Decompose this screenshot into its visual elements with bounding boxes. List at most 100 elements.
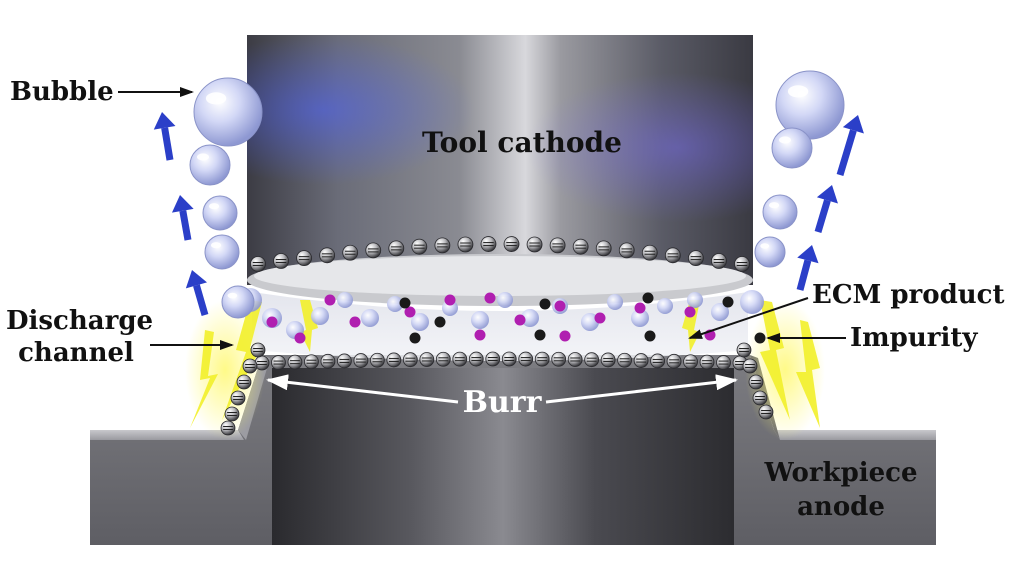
rising-bubble [189,144,231,186]
particle [742,358,758,374]
particle [271,355,286,370]
bubble [740,290,764,314]
ecm-product-dot [554,300,566,312]
bubble [442,300,458,316]
rising-bubble [202,195,238,231]
particle [480,236,497,252]
ecm-product-label: ECM product [812,280,1005,310]
particle [388,240,405,257]
particle [457,236,474,253]
particle [365,242,382,259]
rising-bubble [193,77,263,147]
bubble [607,294,623,310]
bubble [337,292,353,308]
particle [419,352,435,367]
particle [236,374,252,390]
ecm-product-dot [349,316,361,328]
impurity-dot [399,297,411,309]
rising-bubble [221,285,255,319]
particle [287,354,303,370]
bubble [657,298,673,314]
particle [650,353,665,369]
bubble [631,309,649,327]
gap-bubbles [238,288,764,339]
burr-label: Burr [462,385,542,420]
particle [666,353,682,369]
particle [386,352,402,368]
side-wall-particles [220,342,774,436]
particle [551,351,567,367]
particle [342,244,359,261]
particle [503,236,520,252]
bubble [411,313,429,331]
bubble [311,307,329,325]
particle [664,247,681,264]
particle [452,351,468,367]
spark [760,300,790,420]
particle [584,352,600,368]
particle [224,406,240,422]
flow-arrow [171,195,194,241]
particle [617,352,633,368]
particle [369,352,385,368]
cathode-edge-particles [250,236,750,272]
ecm-product-dot [266,316,278,328]
burr-pointer-right [545,374,738,404]
particle [296,250,312,267]
rising-bubble [771,127,813,169]
particle [600,352,616,368]
impurity-dot [642,292,654,304]
tool-cathode [247,35,753,306]
bubble-label: Bubble [10,77,114,107]
label-pointers [118,87,846,350]
bubble [711,303,729,321]
particle [688,250,704,267]
impurity-dot [644,330,656,342]
burr-pointer-left [266,374,459,404]
particle [320,353,336,369]
ecm-product-pointer [688,297,809,339]
flow-arrow [836,115,864,177]
flow-arrow [185,270,209,316]
ecm-product-particles [266,292,716,344]
workpiece-label-line1: Workpiece [764,458,918,488]
tool-cathode-label: Tool cathode [422,126,622,159]
particle [534,351,550,367]
spark [796,320,820,428]
spark-glow-right [745,300,825,440]
bubble [521,309,539,327]
particle [319,247,336,264]
flow-arrows [153,112,864,316]
impurity-dot [754,332,766,344]
burr-particles [254,351,748,371]
particle [567,352,583,367]
particle [518,351,534,367]
discharge-label-line2: channel [18,338,134,368]
particle [716,355,731,370]
ecm-product-dot [559,330,571,342]
spark [190,330,218,428]
burr-pointers [266,374,738,404]
inter-electrode-gap [252,292,748,361]
particle [711,253,727,269]
ecm-product-dot [684,306,696,318]
particle [618,242,635,259]
particle [250,256,266,272]
ecm-product-dot [484,292,496,304]
particle [402,352,418,368]
spark [222,300,262,420]
ecm-product-dot [294,332,306,344]
particle [273,253,289,269]
particle [752,390,768,406]
workpiece-anode-label: Workpiece anode [746,456,936,524]
bubble [687,292,703,308]
particle [549,237,566,254]
particle [434,237,451,254]
workpiece-label-line2: anode [797,492,885,522]
particle [641,244,658,261]
particle [572,238,589,255]
particle [758,404,774,420]
particle [353,353,369,368]
particle [230,390,246,406]
